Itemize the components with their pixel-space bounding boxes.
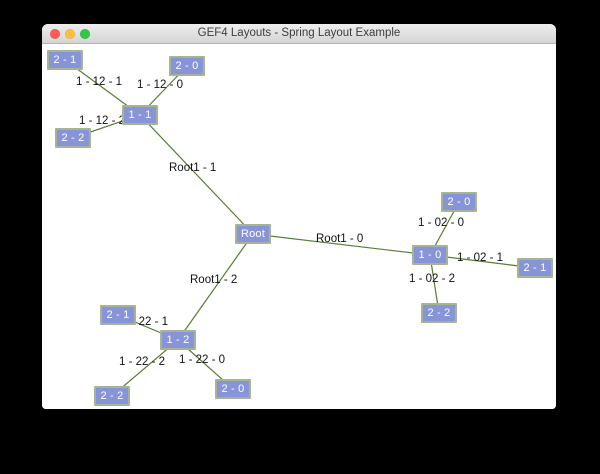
- graph-node-n1-0[interactable]: 1 - 0: [412, 245, 448, 265]
- graph-node-n2-2b[interactable]: 2 - 2: [421, 303, 457, 323]
- edge-label: Root1 - 0: [316, 233, 364, 245]
- graph-node-n2-2c[interactable]: 2 - 2: [94, 386, 130, 406]
- graph-node-n2-1b[interactable]: 2 - 1: [517, 258, 553, 278]
- graph-edge: [252, 233, 431, 256]
- edge-label: 1 - 02 - 2: [409, 273, 456, 285]
- graph-edge: [177, 233, 254, 341]
- traffic-lights: [50, 29, 90, 39]
- graph-node-n2-0b[interactable]: 2 - 0: [441, 192, 477, 212]
- edge-label: 1 - 02 - 1: [457, 252, 504, 264]
- graph-node-n2-0a[interactable]: 2 - 0: [169, 56, 205, 76]
- edge-label: 1 - 12 - 1: [76, 76, 123, 88]
- edge-label: Root1 - 2: [190, 274, 238, 286]
- edge-label: 1 - 02 - 0: [418, 217, 465, 229]
- app-window: GEF4 Layouts - Spring Layout Example Roo…: [42, 24, 556, 409]
- graph-node-n2-0c[interactable]: 2 - 0: [215, 379, 251, 399]
- graph-node-root[interactable]: Root: [235, 224, 271, 244]
- edge-label: 1 - 12 - 2: [79, 115, 126, 127]
- window-titlebar[interactable]: GEF4 Layouts - Spring Layout Example: [42, 24, 556, 44]
- edge-label: 1 - 22 - 0: [179, 354, 226, 366]
- graph-node-n1-1[interactable]: 1 - 1: [122, 105, 158, 125]
- edge-label: 1 - 22 - 2: [119, 356, 166, 368]
- edge-label: Root1 - 1: [169, 162, 217, 174]
- graph-node-n2-1c[interactable]: 2 - 1: [100, 305, 136, 325]
- graph-edges-layer: [64, 59, 536, 397]
- edge-label: 1 - 22 - 1: [122, 316, 169, 328]
- window-title: GEF4 Layouts - Spring Layout Example: [197, 27, 401, 39]
- minimize-button[interactable]: [65, 29, 75, 39]
- edge-label: 1 - 12 - 0: [137, 79, 184, 91]
- graph-node-n1-2[interactable]: 1 - 2: [160, 330, 196, 350]
- graph-edge: [139, 114, 254, 235]
- graph-node-n2-1a[interactable]: 2 - 1: [47, 50, 83, 70]
- close-button[interactable]: [50, 29, 60, 39]
- graph-node-n2-2a[interactable]: 2 - 2: [55, 128, 91, 148]
- zoom-button[interactable]: [80, 29, 90, 39]
